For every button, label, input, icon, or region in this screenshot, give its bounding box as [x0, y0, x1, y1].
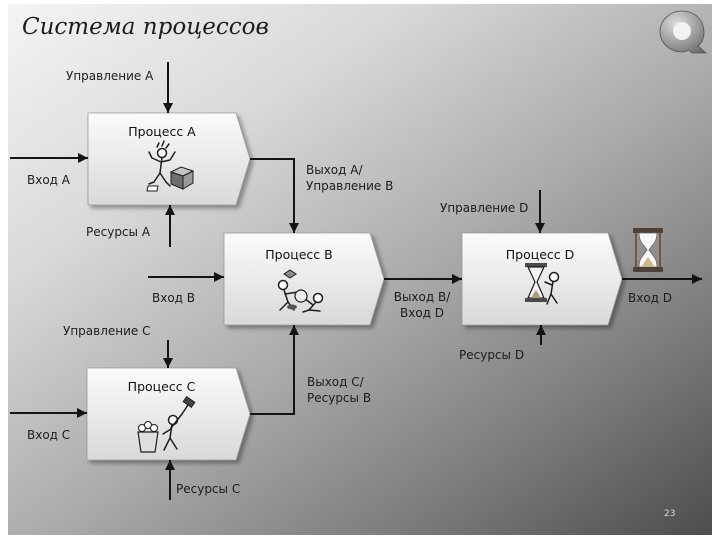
label-output-b: Выход В/ Вход D [386, 289, 458, 321]
label-output-c: Выход С/ Ресурсы В [307, 374, 371, 406]
process-b-title: Процесс В [265, 247, 333, 262]
arrow-output-c [250, 325, 299, 415]
process-d-title: Процесс D [505, 247, 575, 262]
process-c-title: Процесс С [127, 379, 196, 394]
two-workers-illustration [277, 269, 324, 313]
label-output-d: Вход D [628, 291, 673, 305]
arrow-output-a [250, 158, 299, 233]
hourglass-worker-illustration [525, 263, 560, 305]
label-resources-d: Ресурсы D [459, 348, 525, 362]
slide-title: Система процессов [22, 14, 269, 40]
label-resources-c: Ресурсы С [176, 482, 241, 496]
label-output-b-line2: Вход D [399, 306, 445, 320]
label-control-a: Управление А [66, 69, 154, 83]
label-output-a-line2: Управление В [306, 179, 394, 193]
label-input-b: Вход В [152, 291, 196, 305]
page-number: 23 [664, 509, 676, 519]
label-input-a: Вход А [27, 173, 70, 187]
label-resources-a: Ресурсы А [86, 225, 151, 239]
label-output-c-line1: Выход С/ [307, 375, 364, 389]
label-output-a-line1: Выход А/ [306, 163, 363, 177]
label-output-c-line2: Ресурсы В [307, 391, 372, 405]
process-d-box [461, 232, 623, 326]
label-input-c: Вход С [27, 428, 71, 442]
hammer-worker-illustration [137, 395, 196, 453]
process-c-box [86, 367, 251, 461]
label-output-b-line1: Выход В/ [393, 290, 451, 304]
worker-with-box-illustration [146, 140, 195, 192]
label-output-a: Выход А/ Управление В [306, 162, 393, 194]
label-control-c: Управление С [63, 324, 151, 338]
process-b-box [223, 232, 385, 326]
process-a-title: Процесс А [128, 124, 196, 139]
label-control-d: Управление D [440, 201, 529, 215]
process-a-box [87, 112, 251, 206]
hourglass-icon [633, 228, 663, 272]
logo-icon [659, 10, 708, 54]
